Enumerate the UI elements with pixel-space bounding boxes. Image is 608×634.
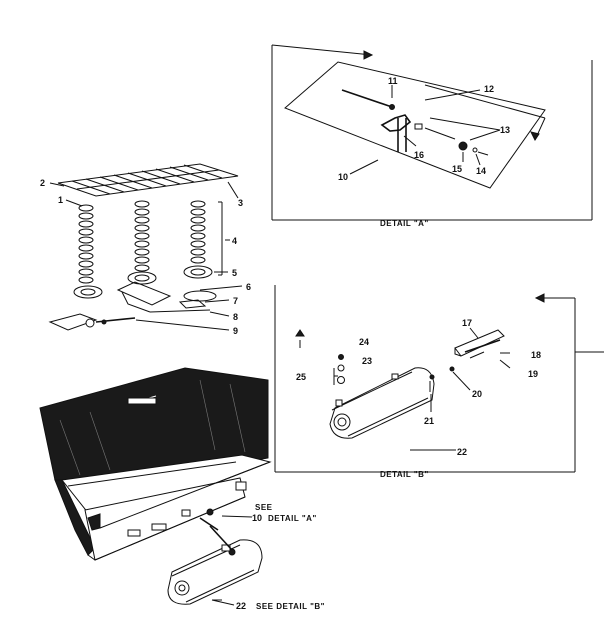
callout-6: 6: [246, 282, 251, 292]
callout-9: 9: [233, 326, 238, 336]
callout-11: 11: [388, 76, 398, 86]
burner-leaders: [49, 181, 243, 331]
burner-coil-left: [73, 204, 103, 299]
callout-18: 18: [531, 350, 541, 360]
callout-8: 8: [233, 312, 238, 322]
see-detail-a-label: DETAIL "A": [268, 514, 317, 523]
callout-10-case: 10: [252, 513, 262, 523]
fuel-tank: [167, 525, 263, 605]
case-leaders: [211, 515, 253, 606]
callout-1: 1: [58, 195, 63, 205]
detail-a-caption: DETAIL "A": [380, 219, 429, 228]
callout-19: 19: [528, 369, 538, 379]
detail-b-caption: DETAIL "B": [380, 470, 429, 479]
callout-4: 4: [232, 236, 237, 246]
detail-b-frame: [274, 285, 604, 473]
callout-23: 23: [362, 356, 372, 366]
callout-7: 7: [233, 296, 238, 306]
callout-10-detail-a: 10: [338, 172, 348, 182]
burner-coil-right: [183, 200, 213, 279]
detail-b-leaders: [333, 327, 511, 451]
burner-manifold: [48, 281, 217, 331]
callout-20: 20: [472, 389, 482, 399]
callout-5: 5: [232, 268, 237, 278]
callout-16: 16: [414, 150, 424, 160]
stove-case: [39, 367, 272, 561]
callout-17: 17: [462, 318, 472, 328]
callout-22-case: 22: [236, 601, 246, 611]
see-detail-b-label: SEE DETAIL "B": [256, 602, 325, 611]
burner-coil-center: [127, 200, 157, 285]
callout-13: 13: [500, 125, 510, 135]
detail-a-leaders: [349, 85, 501, 175]
callout-24: 24: [359, 337, 369, 347]
callout-22-detail-b: 22: [457, 447, 467, 457]
callout-12: 12: [484, 84, 494, 94]
detail-a-valve-parts: [341, 89, 489, 156]
detail-a-frame: [271, 44, 593, 221]
detail-b-pump-parts: [337, 329, 505, 392]
burner-grate: [57, 163, 239, 197]
callout-15: 15: [452, 164, 462, 174]
callout-25: 25: [296, 372, 306, 382]
detail-a-base-plate: [284, 61, 546, 189]
detail-b-fuel-tank: [329, 367, 435, 439]
callout-2: 2: [40, 178, 45, 188]
callout-14: 14: [476, 166, 486, 176]
callout-3: 3: [238, 198, 243, 208]
see-label: SEE: [255, 503, 273, 512]
callout-21: 21: [424, 416, 434, 426]
